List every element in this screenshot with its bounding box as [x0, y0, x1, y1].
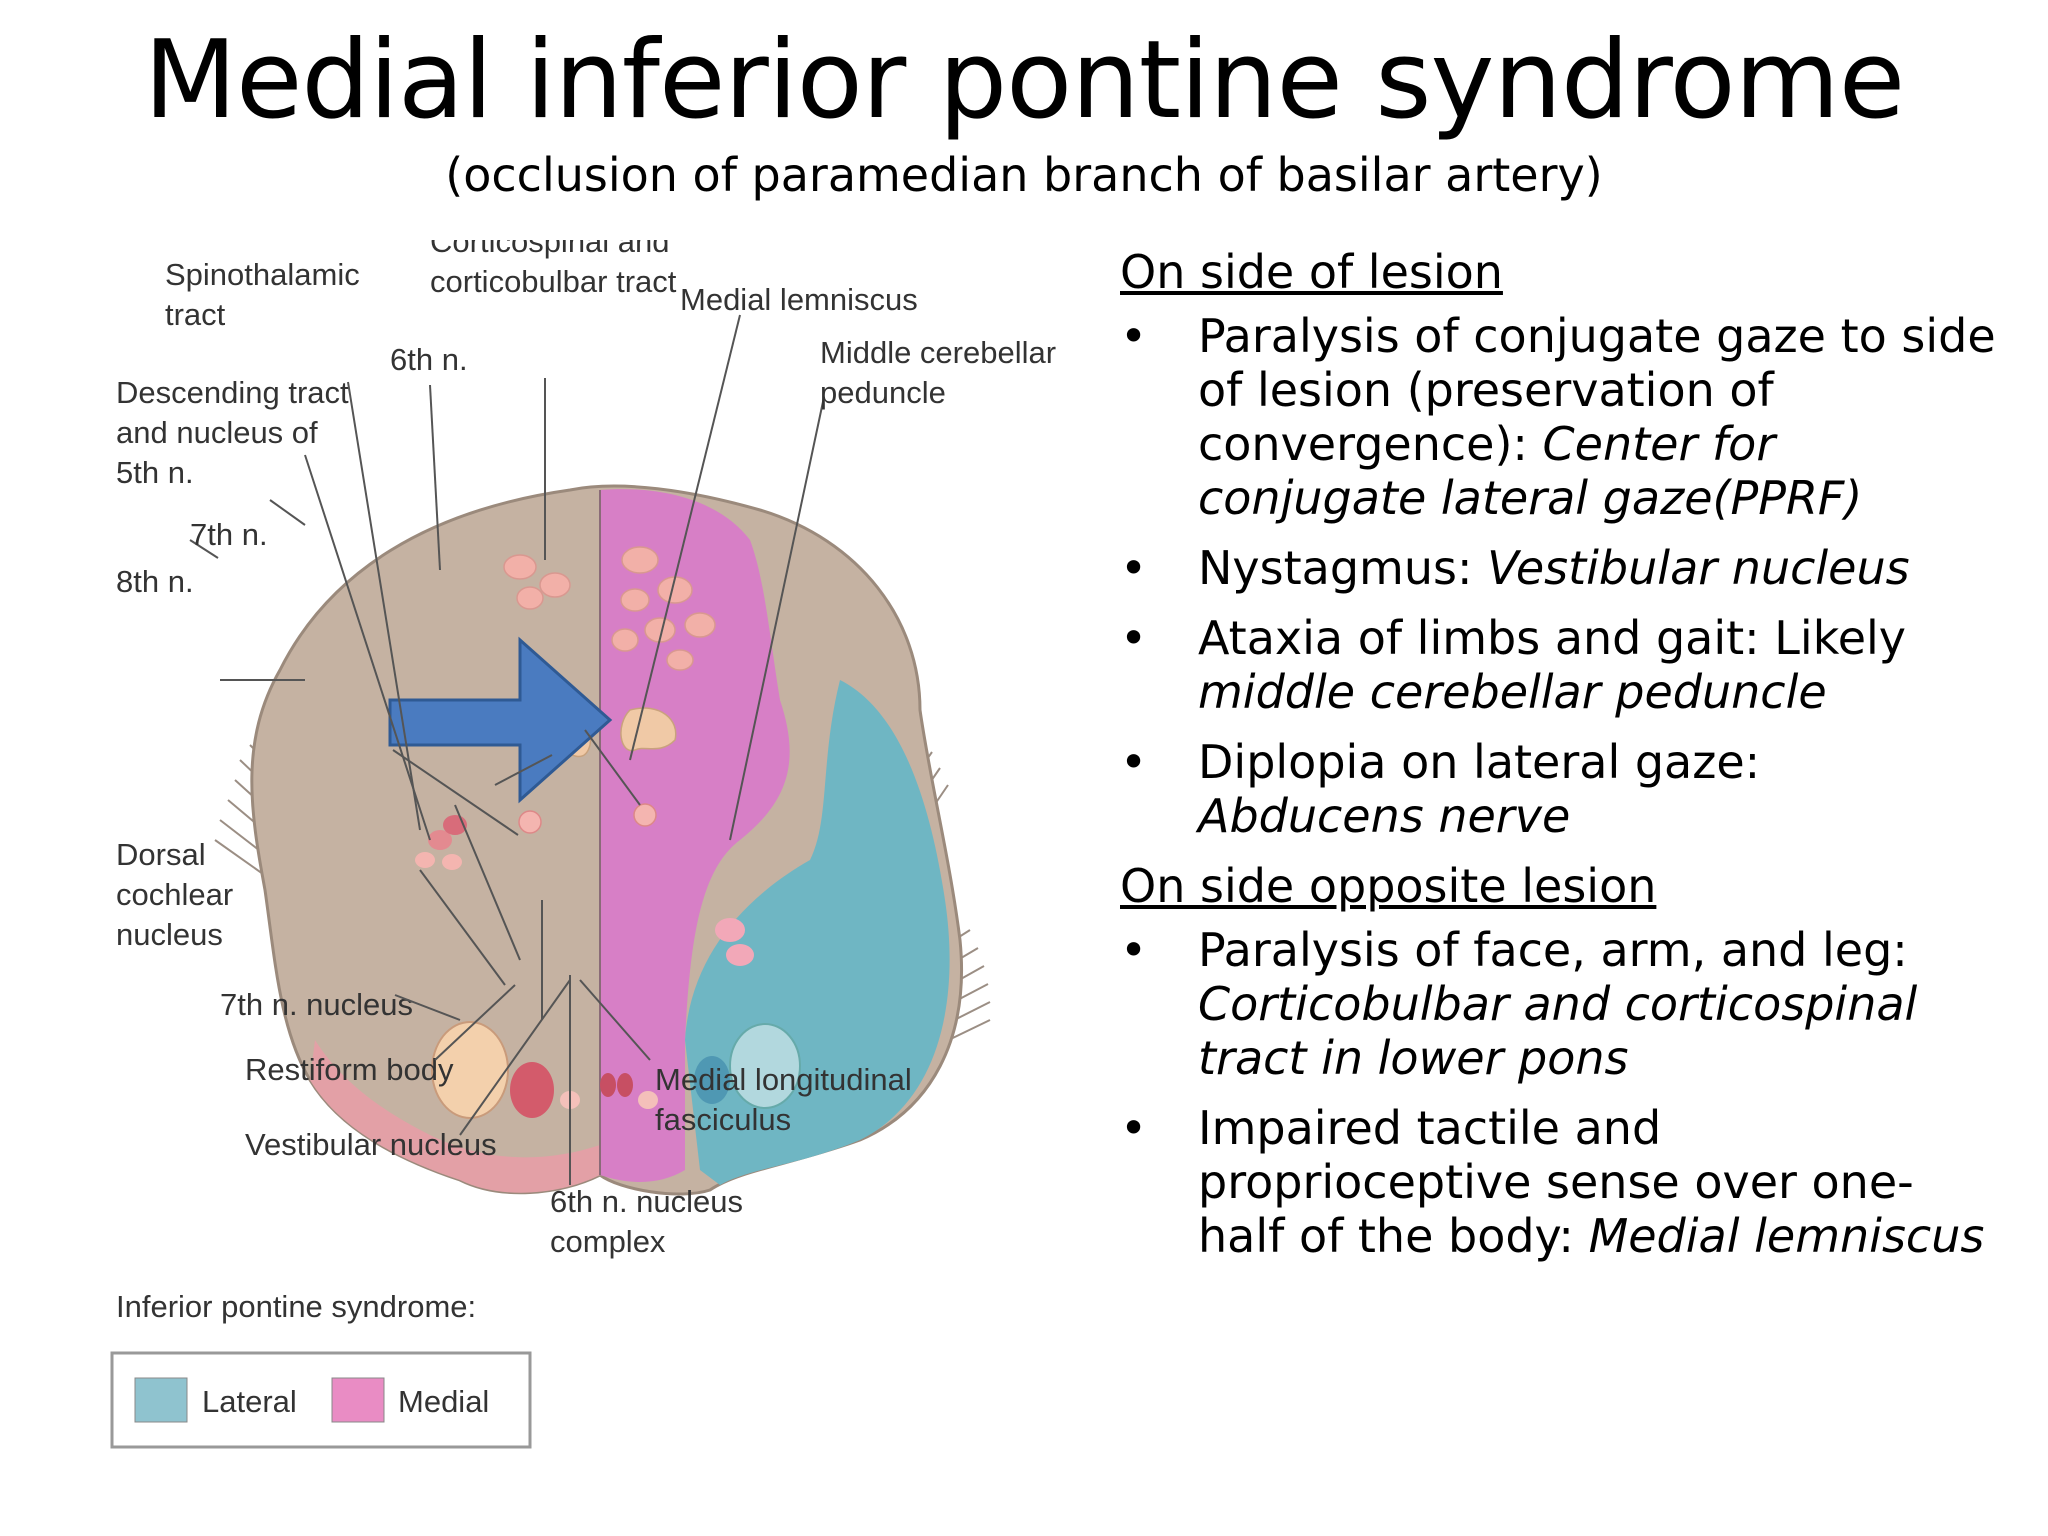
nuclei-right: [600, 803, 801, 1109]
leader-lines-bottom: [394, 975, 651, 1185]
list-item: • Diplopia on lateral gaze: Abducens nerv…: [1120, 735, 2000, 843]
symptom-text: Diplopia on lateral gaze:: [1198, 735, 1761, 789]
bullet: •: [1120, 923, 1148, 977]
diagram-labels: Spinothalamic tract Corticospinal and co…: [116, 240, 1065, 1259]
bullet: •: [1120, 541, 1148, 595]
ipsilateral-list: • Paralysis of conjugate gaze to side of …: [1120, 309, 2000, 843]
label-7th-nucleus: 7th n. nucleus: [220, 987, 413, 1022]
label-6th-n: 6th n.: [390, 342, 468, 377]
list-item: • Ataxia of limbs and gait: Likely middle…: [1120, 611, 2000, 719]
ipsilateral-heading: On side of lesion: [1120, 245, 1503, 299]
symptom-cause: Abducens nerve: [1198, 789, 1571, 843]
list-item: • Nystagmus: Vestibular nucleus: [1120, 541, 2000, 595]
label-spinothalamic: Spinothalamic tract: [165, 257, 368, 332]
label-descending-tract: Descending tract and nucleus of 5th n.: [116, 375, 357, 490]
label-dorsal-cochlear: Dorsal cochlear nucleus: [116, 837, 242, 952]
list-item: • Paralysis of conjugate gaze to side of …: [1120, 309, 2000, 525]
label-restiform: Restiform body: [245, 1052, 454, 1087]
symptom-text: Nystagmus:: [1198, 541, 1488, 595]
label-vestibular: Vestibular nucleus: [245, 1127, 497, 1162]
leader-lines: [189, 314, 825, 1020]
list-item: • Paralysis of face, arm, and leg: Cortic…: [1120, 923, 2000, 1085]
slide-title: Medial inferior pontine syndrome: [143, 18, 1905, 143]
slide-subtitle: (occlusion of paramedian branch of basil…: [445, 148, 1603, 202]
symptoms-panel: On side of lesion • Paralysis of conjugat…: [1120, 245, 2000, 1279]
label-8th-n: 8th n.: [116, 564, 194, 599]
label-7th-n: 7th n.: [190, 517, 268, 552]
contralateral-heading: On side opposite lesion: [1120, 859, 1657, 913]
corticospinal-tract-bundles: [503, 546, 716, 671]
label-6th-nucleus: 6th n. nucleus complex: [550, 1184, 752, 1259]
bullet: •: [1120, 611, 1148, 665]
bullet: •: [1120, 309, 1148, 363]
list-item: • Impaired tactile and proprioceptive sen…: [1120, 1101, 2000, 1263]
label-corticospinal: Corticospinal and corticobulbar tract: [430, 240, 678, 299]
legend-swatch-medial: [331, 1377, 385, 1423]
symptom-text: Paralysis of conjugate gaze to side of l…: [1198, 309, 1996, 471]
legend-title: Inferior pontine syndrome:: [116, 1289, 476, 1324]
legend-swatch-lateral: [134, 1377, 188, 1423]
legend-label-lateral: Lateral: [202, 1384, 297, 1419]
label-medial-lemniscus: Medial lemniscus: [680, 282, 918, 317]
symptom-text: Paralysis of face, arm, and leg:: [1198, 923, 1908, 977]
symptom-cause: Center for conjugate lateral gaze(PPRF): [1198, 417, 1863, 525]
pons-cross-section-diagram: Spinothalamic tract Corticospinal and co…: [110, 240, 1065, 1449]
symptom-cause: Vestibular nucleus: [1487, 541, 1910, 595]
symptom-text: Impaired tactile and proprioceptive sens…: [1198, 1101, 1914, 1263]
label-middle-cerebellar: Middle cerebellar peduncle: [820, 335, 1065, 410]
medial-region: [600, 489, 790, 1182]
contralateral-list: • Paralysis of face, arm, and leg: Cortic…: [1120, 923, 2000, 1263]
legend-label-medial: Medial: [398, 1384, 489, 1419]
symptom-cause: Corticobulbar and corticospinal tract in…: [1198, 977, 1918, 1085]
label-mlf: Medial longitudinal fasciculus: [655, 1062, 920, 1137]
bullet: •: [1120, 735, 1148, 789]
symptom-cause: Medial lemniscus: [1588, 1209, 1985, 1263]
bullet: •: [1120, 1101, 1148, 1155]
lesion-arrow: [388, 636, 613, 804]
symptom-cause: middle cerebellar peduncle: [1198, 665, 1827, 719]
symptom-text: Ataxia of limbs and gait: Likely: [1198, 611, 1907, 665]
